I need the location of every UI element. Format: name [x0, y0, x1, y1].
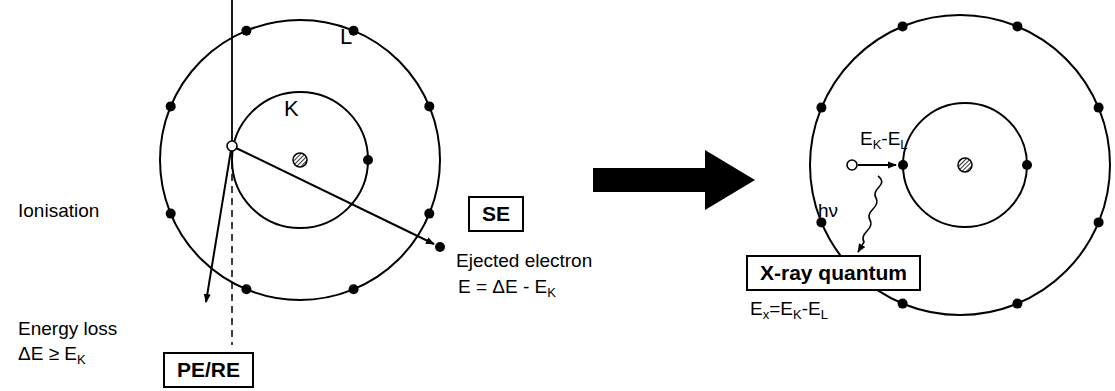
- label-text: -E: [881, 128, 900, 149]
- electron-dot: [898, 299, 908, 309]
- original-direction: [231, 150, 233, 345]
- l-electrons: [166, 26, 435, 295]
- electron-dot: [1012, 21, 1022, 31]
- text-label: Ejected electron: [456, 250, 592, 272]
- text-label: Ex=EK-EL: [750, 298, 828, 323]
- electron-dot: [1094, 103, 1104, 113]
- subscript: L: [900, 137, 907, 152]
- box-text: X-ray quantum: [760, 261, 907, 285]
- label-text: hν: [818, 200, 838, 221]
- k-electron: [898, 160, 908, 170]
- nucleus: [958, 158, 972, 172]
- box-text: PE/RE: [177, 358, 240, 382]
- electron-dot: [898, 21, 908, 31]
- photon-wave: [858, 176, 882, 252]
- electron-dot: [241, 26, 251, 36]
- electron-dot: [424, 209, 434, 219]
- electron-dot: [241, 284, 251, 294]
- label-text: Energy loss: [18, 318, 117, 339]
- electron-dot: [424, 101, 434, 111]
- label-text: K: [284, 96, 299, 121]
- label-text: =E: [769, 298, 793, 319]
- k-electron: [363, 155, 373, 165]
- electron-dot: [816, 103, 826, 113]
- text-label: K: [284, 96, 299, 121]
- label-text: -E: [802, 298, 821, 319]
- ejected-electron: [435, 242, 445, 252]
- electron-dot: [166, 209, 176, 219]
- text-label: Ionisation: [18, 200, 99, 222]
- subscript: L: [821, 307, 828, 322]
- scattered-path: [206, 150, 231, 302]
- label-box: X-ray quantum: [746, 255, 921, 291]
- label-text: E = ΔE - E: [458, 276, 547, 297]
- label-text: Ionisation: [18, 200, 99, 221]
- electron-dot: [349, 284, 359, 294]
- electron-dot: [166, 101, 176, 111]
- label-text: L: [340, 24, 352, 49]
- vacancy: [227, 141, 237, 151]
- text-label: hν: [818, 200, 838, 222]
- k-shell: [903, 103, 1027, 227]
- label-text: E: [750, 298, 763, 319]
- text-label: L: [340, 24, 352, 49]
- label-box: PE/RE: [163, 352, 254, 388]
- subscript: K: [547, 285, 556, 300]
- k-electron: [1022, 160, 1032, 170]
- label-box: SE: [468, 196, 524, 232]
- text-label: Energy loss: [18, 318, 117, 340]
- label-text: E: [860, 128, 873, 149]
- k-shell: [232, 92, 368, 228]
- text-label: E = ΔE - EK: [458, 276, 556, 301]
- label-text: ΔE ≥ E: [18, 343, 77, 364]
- process-arrow: [593, 150, 755, 210]
- box-text: SE: [482, 202, 510, 226]
- electron-dot: [1094, 217, 1104, 227]
- subscript: K: [77, 352, 86, 367]
- label-text: Ejected electron: [456, 250, 592, 271]
- vacancy: [847, 160, 857, 170]
- incident-path: [231, 0, 233, 142]
- text-label: ΔE ≥ EK: [18, 343, 86, 368]
- electron-dot: [1012, 299, 1022, 309]
- ejected-path: [236, 148, 434, 244]
- subscript: x: [763, 307, 770, 322]
- text-label: EK-EL: [860, 128, 908, 153]
- subscript: K: [793, 307, 802, 322]
- subscript: K: [873, 137, 882, 152]
- l-shell: [160, 20, 440, 300]
- nucleus: [293, 153, 307, 167]
- transition-arrow: [858, 164, 896, 166]
